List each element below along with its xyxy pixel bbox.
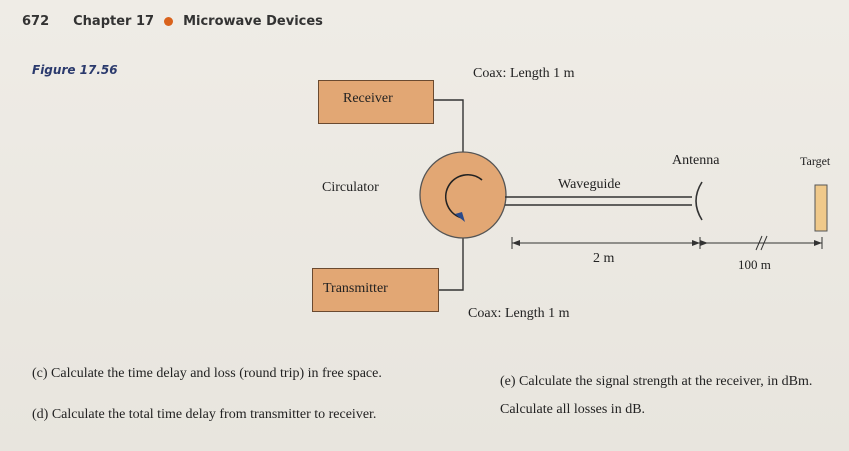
- circulation-arrow-icon: [455, 212, 465, 222]
- figure-label: Figure 17.56: [32, 63, 118, 77]
- circulator-body: [419, 151, 507, 239]
- question-e-line2: Calculate all losses in dB.: [500, 402, 646, 417]
- question-e-line1: (e) Calculate the signal strength at the…: [500, 374, 813, 389]
- antenna-dish-icon: [695, 181, 703, 221]
- distance-2m-label: 2 m: [593, 251, 615, 266]
- receiver-box: [318, 80, 434, 124]
- antenna-label: Antenna: [672, 153, 720, 168]
- bullet-dot-icon: [164, 16, 174, 26]
- distance-100m-label: 100 m: [738, 257, 771, 272]
- page-number: 672: [22, 13, 50, 29]
- circulator-label: Circulator: [322, 180, 379, 195]
- target-label: Target: [800, 154, 831, 168]
- section-title: Microwave Devices: [183, 13, 323, 29]
- chapter-label: Chapter 17: [73, 13, 155, 29]
- page-header: 672 Chapter 17 Microwave Devices: [22, 10, 323, 32]
- waveguide-label: Waveguide: [558, 177, 621, 192]
- receiver-label: Receiver: [343, 91, 393, 106]
- coax-top-label: Coax: Length 1 m: [473, 66, 575, 81]
- question-c: (c) Calculate the time delay and loss (r…: [32, 366, 382, 381]
- transmitter-label: Transmitter: [323, 281, 388, 296]
- transmitter-box: [312, 268, 439, 312]
- question-d: (d) Calculate the total time delay from …: [32, 407, 377, 422]
- coax-bottom-label: Coax: Length 1 m: [468, 306, 570, 321]
- target-block: [814, 184, 828, 232]
